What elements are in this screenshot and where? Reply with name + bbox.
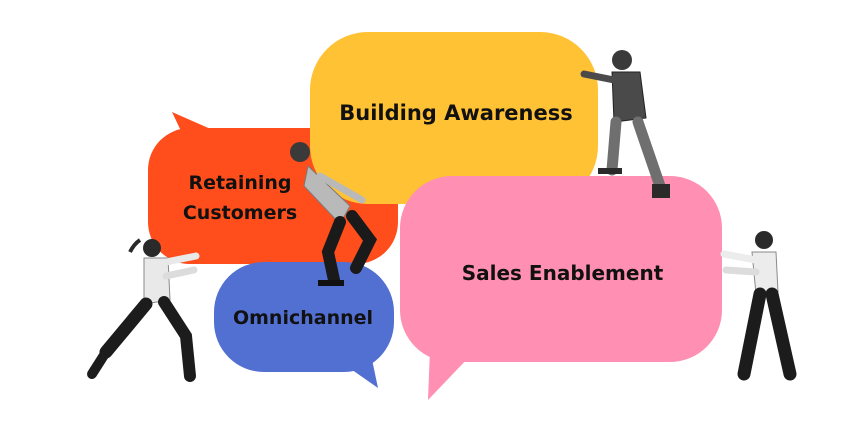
retaining-line2: Customers: [182, 202, 298, 224]
omnichannel-bubble-tail: [338, 350, 378, 388]
omnichannel-label: Omnichannel: [232, 307, 374, 329]
sales-enablement-label: Sales Enablement: [461, 261, 664, 285]
omnichannel-bubble-body: [214, 262, 394, 372]
awareness-bubble-body: [310, 32, 598, 204]
sales-bubble-tail: [428, 350, 470, 400]
sales-bubble-body: [400, 176, 722, 362]
sales-bubble: [400, 176, 722, 400]
building-awareness-label: Building Awareness: [339, 101, 573, 125]
retaining-customers-label: Retaining Customers: [160, 168, 320, 228]
man-top-figure: [580, 50, 670, 198]
man-center-figure: [290, 142, 378, 286]
woman-right-figure: [720, 231, 797, 381]
retaining-line1: Retaining: [188, 172, 292, 194]
retaining-bubble-tail: [172, 112, 222, 150]
woman-left-figure: [87, 238, 200, 382]
omnichannel-bubble: [214, 262, 394, 388]
